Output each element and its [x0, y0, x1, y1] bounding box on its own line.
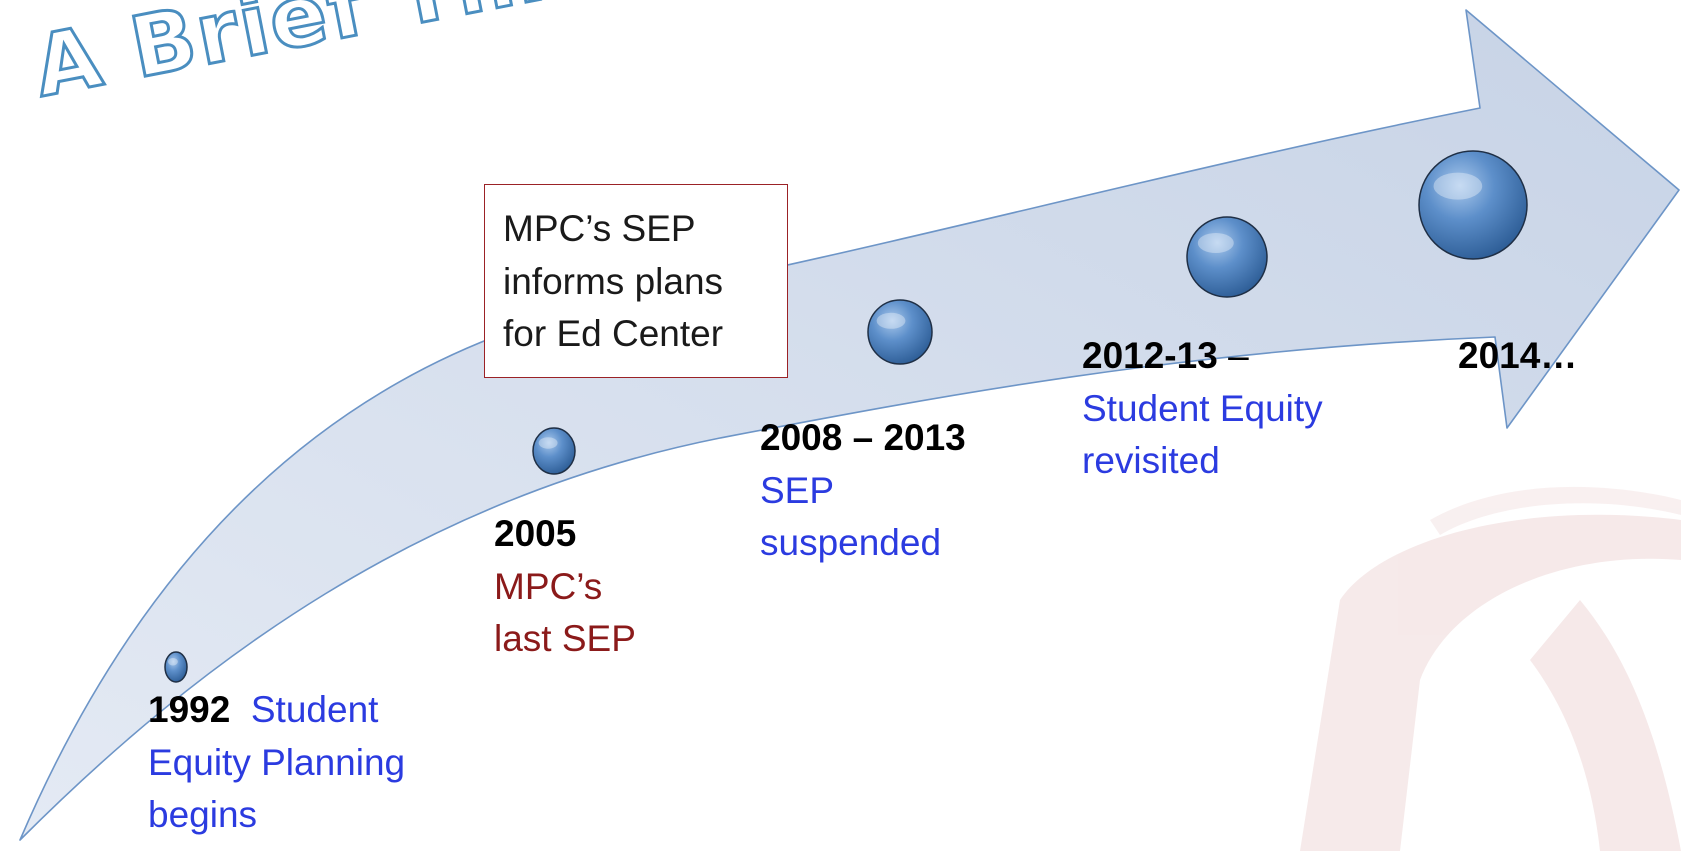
event-text: Student	[250, 689, 379, 730]
milestone-circle	[532, 427, 576, 475]
note-box: MPC’s SEP informs plans for Ed Center	[484, 184, 788, 378]
note-line: MPC’s SEP	[503, 208, 696, 249]
event-dash: –	[1217, 335, 1249, 376]
event-text: Student Equity	[1082, 387, 1323, 429]
event-year: 1992	[148, 689, 231, 730]
event-text: MPC’s	[494, 565, 603, 607]
event-year: 2012-13	[1082, 335, 1218, 376]
note-line: for Ed Center	[503, 313, 724, 355]
milestone-circle	[1418, 150, 1528, 260]
event-text: SEP	[760, 469, 835, 511]
event-text: begins	[148, 794, 258, 836]
event-text: revisited	[1082, 440, 1220, 482]
event-year: 2008 – 2013	[760, 417, 966, 458]
milestone-circle	[1186, 216, 1268, 298]
event-2012-13: 2012-13 – Student Equity revisited	[1082, 330, 1323, 488]
watermark-logo	[1300, 486, 1681, 851]
event-text: last SEP	[494, 618, 636, 660]
event-text: Equity Planning	[148, 741, 406, 783]
note-line: informs plans	[503, 260, 724, 302]
event-year: 2005	[494, 513, 577, 554]
event-text: suspended	[760, 522, 942, 564]
event-1992: 1992 Student Equity Planning begins	[148, 684, 405, 842]
curved-arrow	[19, 9, 1680, 841]
milestone-circle	[867, 299, 933, 365]
milestone-circle	[164, 651, 188, 683]
event-2008-2013: 2008 – 2013 SEP suspended	[760, 412, 966, 570]
event-year: 2014…	[1458, 335, 1578, 376]
event-2014: 2014…	[1458, 330, 1577, 383]
event-2005: 2005 MPC’s last SEP	[494, 508, 636, 666]
